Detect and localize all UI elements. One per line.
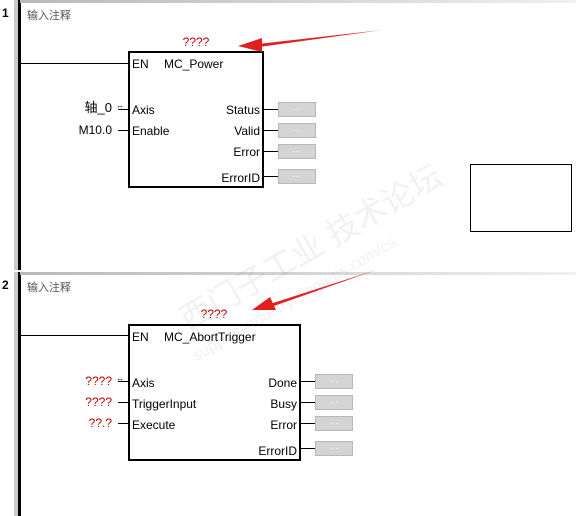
error-wire xyxy=(301,423,315,424)
axis-wire xyxy=(118,381,128,382)
done-wire xyxy=(301,381,315,382)
network-1: 1 输入注释 ???? EN MC_Power Axis Enable Stat… xyxy=(2,0,576,270)
error-output-box[interactable]: ··· xyxy=(278,144,316,159)
rail-shadow xyxy=(14,0,20,270)
enable-wire xyxy=(118,130,128,131)
error-output-box[interactable]: ··· xyxy=(315,416,353,431)
output-pin-busy: Busy xyxy=(270,397,297,411)
network-2: 2 输入注释 ???? EN MC_AbortTrigger Axis Trig… xyxy=(0,272,576,516)
network-separator xyxy=(20,0,576,3)
execute-wire xyxy=(118,423,128,424)
block-name: MC_AbortTrigger xyxy=(164,330,256,344)
errorid-wire xyxy=(301,448,315,449)
enable-parameter[interactable]: M10.0 xyxy=(78,123,112,137)
input-pin-execute: Execute xyxy=(132,418,176,432)
errorid-wire xyxy=(264,176,278,177)
output-pin-done: Done xyxy=(268,376,297,390)
output-pin-errorid: ErrorID xyxy=(221,171,260,185)
instance-db-label[interactable]: ???? xyxy=(200,307,228,321)
instance-db-label[interactable]: ???? xyxy=(182,35,210,49)
triggerinput-parameter[interactable]: ???? xyxy=(85,395,112,409)
function-block-mc-power[interactable]: EN MC_Power Axis Enable Status Valid Err… xyxy=(128,51,264,188)
output-pin-error: Error xyxy=(270,418,297,432)
error-wire xyxy=(264,151,278,152)
done-output-box[interactable]: ··· xyxy=(315,374,353,389)
axis-parameter[interactable]: ???? xyxy=(85,374,112,388)
power-rail xyxy=(18,272,21,516)
tech-object-arrow-icon: ↔ xyxy=(116,101,124,110)
rail-shadow xyxy=(14,272,20,516)
output-pin-errorid: ErrorID xyxy=(258,444,297,458)
en-pin: EN xyxy=(132,330,149,344)
function-block-mc-aborttrigger[interactable]: EN MC_AbortTrigger Axis TriggerInput Exe… xyxy=(128,324,301,461)
input-pin-triggerinput: TriggerInput xyxy=(132,397,197,411)
triggerinput-wire xyxy=(118,402,128,403)
network-comment[interactable]: 输入注释 xyxy=(27,10,71,22)
execute-parameter[interactable]: ??.? xyxy=(88,416,112,430)
en-wire xyxy=(21,63,129,64)
input-pin-enable: Enable xyxy=(132,124,170,138)
input-pin-axis: Axis xyxy=(132,103,155,117)
network-comment[interactable]: 输入注释 xyxy=(27,282,71,294)
input-pin-axis: Axis xyxy=(132,376,155,390)
valid-wire xyxy=(264,130,278,131)
en-pin: EN xyxy=(132,57,149,71)
errorid-output-box[interactable]: ··· xyxy=(315,441,353,456)
status-output-box[interactable]: ··· xyxy=(278,102,316,117)
network-number: 1 xyxy=(2,6,9,20)
axis-parameter[interactable]: 轴_0 xyxy=(84,100,112,115)
power-rail xyxy=(18,0,21,270)
empty-frame xyxy=(470,164,572,232)
tech-object-arrow-icon: ↔ xyxy=(116,374,124,383)
busy-wire xyxy=(301,402,315,403)
errorid-output-box[interactable]: ··· xyxy=(278,169,316,184)
network-separator xyxy=(20,272,576,275)
block-name: MC_Power xyxy=(164,57,224,71)
output-pin-valid: Valid xyxy=(234,124,260,138)
busy-output-box[interactable]: ··· xyxy=(315,395,353,410)
output-pin-status: Status xyxy=(225,103,260,117)
axis-wire xyxy=(118,109,128,110)
en-wire xyxy=(21,335,129,336)
valid-output-box[interactable]: ··· xyxy=(278,123,316,138)
status-wire xyxy=(264,109,278,110)
output-pin-error: Error xyxy=(233,145,260,159)
network-number: 2 xyxy=(2,278,9,292)
